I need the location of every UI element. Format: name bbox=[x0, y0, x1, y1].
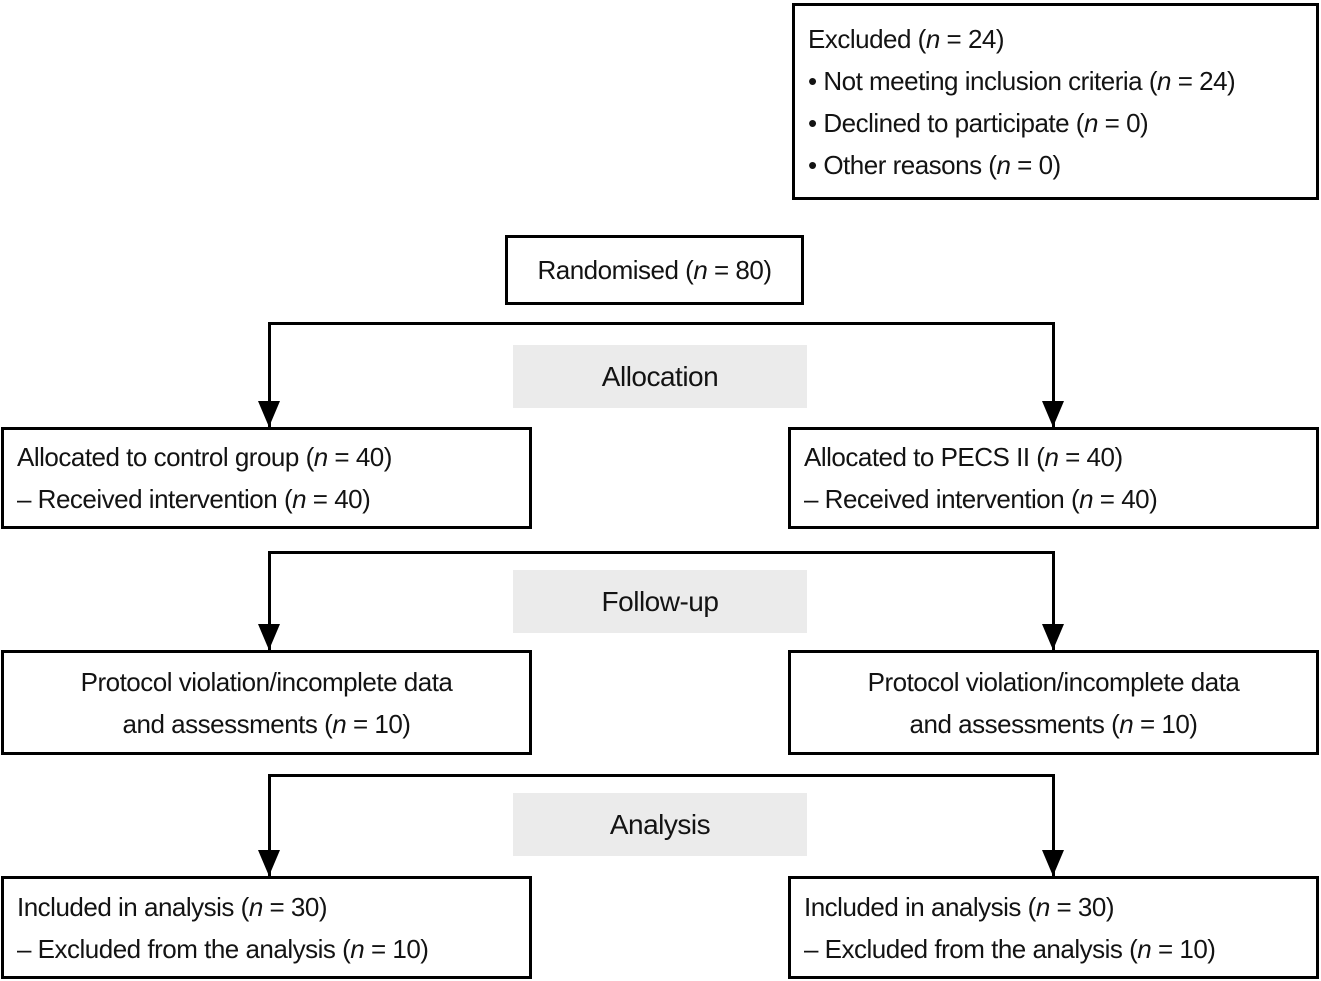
arrow-down-icon bbox=[258, 401, 280, 427]
connector-vertical-line-left bbox=[268, 551, 271, 650]
connector-vertical-line-right bbox=[1052, 551, 1055, 650]
arrow-down-icon bbox=[1042, 401, 1064, 427]
connector-vertical-line-right bbox=[1052, 322, 1055, 427]
box-text-line: Protocol violation/incomplete data bbox=[867, 666, 1240, 697]
box-text-line: – Received intervention (n = 40) bbox=[17, 484, 371, 514]
connector-horizontal-line bbox=[268, 551, 1055, 554]
randomised-text: Randomised (n = 80) bbox=[537, 255, 772, 285]
connector-horizontal-line bbox=[268, 322, 1055, 325]
arrow-down-icon bbox=[258, 850, 280, 876]
box-text-line: Included in analysis (n = 30) bbox=[17, 891, 328, 922]
excluded-item: • Declined to participate (n = 0) bbox=[808, 107, 1149, 138]
box-text-line: – Excluded from the analysis (n = 10) bbox=[17, 933, 429, 964]
connector-vertical-line-right bbox=[1052, 774, 1055, 876]
excluded-title: Excluded (n = 24) bbox=[808, 23, 1005, 54]
section-label-allocation: Allocation bbox=[513, 345, 807, 408]
section-label-followup: Follow-up bbox=[513, 570, 807, 633]
allocated-pecs-box: Allocated to PECS II (n = 40) – Received… bbox=[788, 427, 1319, 529]
box-text-line: Allocated to PECS II (n = 40) bbox=[804, 442, 1123, 472]
randomised-box: Randomised (n = 80) bbox=[505, 235, 804, 305]
box-text-line: Included in analysis (n = 30) bbox=[804, 891, 1115, 922]
connector-vertical-line-left bbox=[268, 774, 271, 876]
followup-left-box: Protocol violation/incomplete data and a… bbox=[1, 650, 532, 755]
box-text-line: Protocol violation/incomplete data bbox=[80, 666, 453, 697]
excluded-box: Excluded (n = 24) • Not meeting inclusio… bbox=[792, 3, 1319, 200]
box-text-line: and assessments (n = 10) bbox=[122, 708, 411, 739]
analysis-left-box: Included in analysis (n = 30) – Excluded… bbox=[1, 876, 532, 979]
excluded-item: • Not meeting inclusion criteria (n = 24… bbox=[808, 65, 1236, 96]
box-text-line: – Excluded from the analysis (n = 10) bbox=[804, 933, 1216, 964]
connector-vertical-line-left bbox=[268, 322, 271, 427]
box-text-line: and assessments (n = 10) bbox=[909, 708, 1198, 739]
excluded-item: • Other reasons (n = 0) bbox=[808, 149, 1061, 180]
arrow-down-icon bbox=[258, 624, 280, 650]
arrow-down-icon bbox=[1042, 624, 1064, 650]
allocated-control-box: Allocated to control group (n = 40) – Re… bbox=[1, 427, 532, 529]
followup-right-box: Protocol violation/incomplete data and a… bbox=[788, 650, 1319, 755]
section-label-text: Allocation bbox=[601, 360, 719, 392]
section-label-text: Follow-up bbox=[601, 585, 719, 617]
section-label-text: Analysis bbox=[609, 808, 711, 840]
arrow-down-icon bbox=[1042, 850, 1064, 876]
section-label-analysis: Analysis bbox=[513, 793, 807, 856]
box-text-line: Allocated to control group (n = 40) bbox=[17, 442, 392, 472]
connector-horizontal-line bbox=[268, 774, 1055, 777]
analysis-right-box: Included in analysis (n = 30) – Excluded… bbox=[788, 876, 1319, 979]
box-text-line: – Received intervention (n = 40) bbox=[804, 484, 1158, 514]
